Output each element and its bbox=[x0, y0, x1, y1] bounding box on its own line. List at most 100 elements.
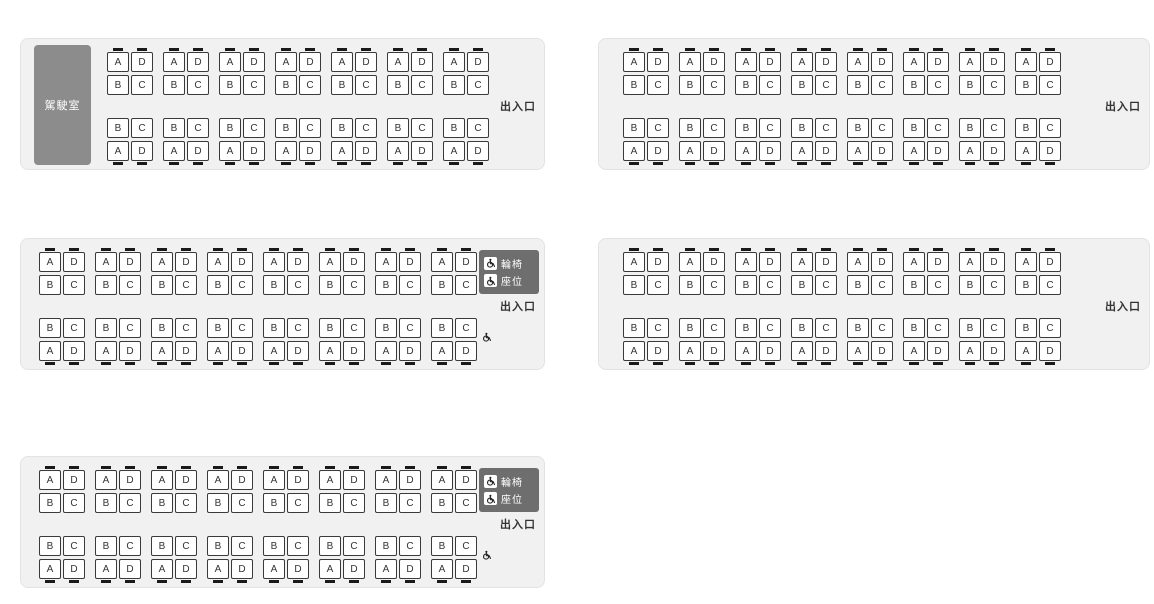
seat[interactable]: A bbox=[219, 52, 241, 72]
seat[interactable]: D bbox=[1039, 141, 1061, 161]
seat[interactable]: A bbox=[39, 341, 61, 361]
seat[interactable]: B bbox=[375, 536, 397, 556]
seat[interactable]: D bbox=[871, 141, 893, 161]
seat[interactable]: C bbox=[187, 118, 209, 138]
seat[interactable]: D bbox=[647, 52, 669, 72]
seat[interactable]: D bbox=[399, 470, 421, 490]
seat[interactable]: D bbox=[119, 470, 141, 490]
seat[interactable]: C bbox=[815, 275, 837, 295]
seat[interactable]: A bbox=[959, 141, 981, 161]
seat[interactable]: B bbox=[903, 118, 925, 138]
seat[interactable]: D bbox=[871, 252, 893, 272]
seat[interactable]: C bbox=[287, 275, 309, 295]
seat[interactable]: C bbox=[647, 275, 669, 295]
seat[interactable]: A bbox=[39, 559, 61, 579]
seat[interactable]: B bbox=[95, 275, 117, 295]
seat[interactable]: C bbox=[243, 75, 265, 95]
seat[interactable]: B bbox=[791, 75, 813, 95]
seat[interactable]: D bbox=[131, 141, 153, 161]
seat[interactable]: A bbox=[1015, 141, 1037, 161]
seat[interactable]: A bbox=[375, 252, 397, 272]
seat[interactable]: C bbox=[1039, 318, 1061, 338]
seat[interactable]: B bbox=[1015, 318, 1037, 338]
seat[interactable]: B bbox=[39, 318, 61, 338]
seat[interactable]: A bbox=[319, 341, 341, 361]
seat[interactable]: A bbox=[443, 52, 465, 72]
seat[interactable]: D bbox=[1039, 52, 1061, 72]
seat[interactable]: D bbox=[703, 52, 725, 72]
seat[interactable]: B bbox=[207, 536, 229, 556]
seat[interactable]: A bbox=[219, 141, 241, 161]
seat[interactable]: A bbox=[207, 559, 229, 579]
seat[interactable]: C bbox=[983, 75, 1005, 95]
seat[interactable]: A bbox=[443, 141, 465, 161]
seat[interactable]: B bbox=[623, 275, 645, 295]
seat[interactable]: C bbox=[355, 75, 377, 95]
seat[interactable]: B bbox=[375, 493, 397, 513]
seat[interactable]: A bbox=[107, 52, 129, 72]
seat[interactable]: D bbox=[243, 52, 265, 72]
seat[interactable]: A bbox=[431, 341, 453, 361]
seat[interactable]: B bbox=[39, 493, 61, 513]
seat[interactable]: B bbox=[219, 118, 241, 138]
seat[interactable]: C bbox=[299, 118, 321, 138]
seat[interactable]: C bbox=[647, 318, 669, 338]
seat[interactable]: B bbox=[95, 536, 117, 556]
seat[interactable]: C bbox=[343, 536, 365, 556]
seat[interactable]: B bbox=[903, 75, 925, 95]
seat[interactable]: C bbox=[231, 275, 253, 295]
seat[interactable]: D bbox=[871, 341, 893, 361]
seat[interactable]: D bbox=[231, 252, 253, 272]
seat[interactable]: B bbox=[275, 118, 297, 138]
seat[interactable]: B bbox=[1015, 75, 1037, 95]
seat[interactable]: B bbox=[319, 493, 341, 513]
seat[interactable]: B bbox=[319, 318, 341, 338]
seat[interactable]: A bbox=[275, 52, 297, 72]
seat[interactable]: A bbox=[151, 470, 173, 490]
seat[interactable]: A bbox=[623, 252, 645, 272]
seat[interactable]: D bbox=[927, 341, 949, 361]
seat[interactable]: D bbox=[187, 141, 209, 161]
seat[interactable]: D bbox=[647, 341, 669, 361]
seat[interactable]: D bbox=[927, 252, 949, 272]
seat[interactable]: D bbox=[983, 52, 1005, 72]
seat[interactable]: B bbox=[623, 118, 645, 138]
seat[interactable]: D bbox=[455, 252, 477, 272]
seat[interactable]: C bbox=[119, 536, 141, 556]
seat[interactable]: A bbox=[207, 470, 229, 490]
seat[interactable]: D bbox=[983, 252, 1005, 272]
seat[interactable]: D bbox=[287, 470, 309, 490]
seat[interactable]: B bbox=[443, 118, 465, 138]
seat[interactable]: A bbox=[959, 341, 981, 361]
seat[interactable]: A bbox=[847, 52, 869, 72]
seat[interactable]: C bbox=[355, 118, 377, 138]
seat[interactable]: D bbox=[759, 252, 781, 272]
seat[interactable]: C bbox=[231, 493, 253, 513]
seat[interactable]: C bbox=[927, 75, 949, 95]
seat[interactable]: C bbox=[703, 318, 725, 338]
seat[interactable]: C bbox=[983, 118, 1005, 138]
seat[interactable]: C bbox=[287, 318, 309, 338]
seat[interactable]: C bbox=[703, 118, 725, 138]
seat[interactable]: A bbox=[151, 559, 173, 579]
seat[interactable]: B bbox=[39, 536, 61, 556]
seat[interactable]: D bbox=[175, 559, 197, 579]
seat[interactable]: A bbox=[319, 470, 341, 490]
seat[interactable]: C bbox=[231, 536, 253, 556]
seat[interactable]: D bbox=[287, 341, 309, 361]
seat[interactable]: B bbox=[959, 275, 981, 295]
seat[interactable]: C bbox=[983, 318, 1005, 338]
seat[interactable]: D bbox=[343, 470, 365, 490]
seat[interactable]: A bbox=[263, 559, 285, 579]
seat[interactable]: C bbox=[871, 318, 893, 338]
seat[interactable]: D bbox=[1039, 252, 1061, 272]
seat[interactable]: A bbox=[95, 341, 117, 361]
seat[interactable]: C bbox=[231, 318, 253, 338]
seat[interactable]: C bbox=[63, 493, 85, 513]
seat[interactable]: C bbox=[703, 75, 725, 95]
seat[interactable]: B bbox=[791, 118, 813, 138]
seat[interactable]: D bbox=[411, 141, 433, 161]
seat[interactable]: B bbox=[959, 75, 981, 95]
seat[interactable]: A bbox=[431, 559, 453, 579]
seat[interactable]: A bbox=[207, 341, 229, 361]
